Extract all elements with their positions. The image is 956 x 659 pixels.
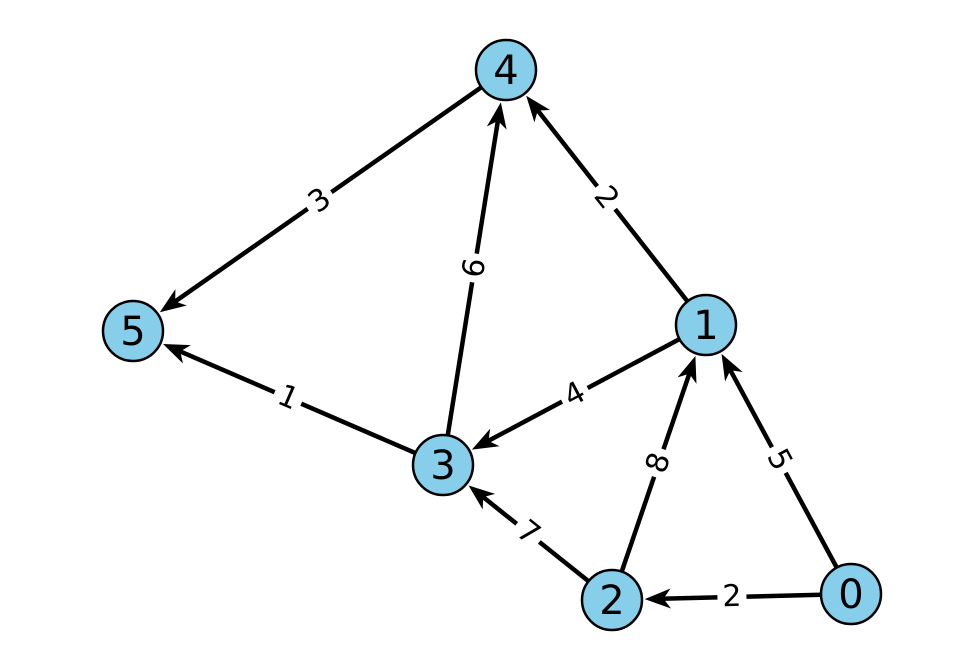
node-3 <box>411 433 475 497</box>
node-label-1: 1 <box>693 303 718 349</box>
edge-0-1 <box>726 366 853 596</box>
edge-3-4 <box>440 117 501 466</box>
node-4 <box>474 38 538 102</box>
arrowhead-1-4 <box>526 95 551 123</box>
edge-4-5 <box>171 68 508 306</box>
edge-2-1 <box>609 370 693 601</box>
node-label-4: 4 <box>493 48 518 94</box>
arrowhead-3-5 <box>163 343 191 364</box>
node-label-5: 5 <box>120 309 145 355</box>
node-5 <box>101 299 165 363</box>
node-label-2: 2 <box>599 578 624 624</box>
edge-1-3 <box>484 323 708 445</box>
arrowhead-3-4 <box>486 102 507 130</box>
node-0 <box>819 562 883 626</box>
arrowhead-1-3 <box>471 428 500 450</box>
arrowhead-0-2 <box>644 588 671 609</box>
node-1 <box>674 293 738 357</box>
edge-1-4 <box>534 106 708 327</box>
arrowhead-0-1 <box>721 353 743 382</box>
arrowhead-2-3 <box>468 485 496 510</box>
node-label-0: 0 <box>838 572 863 618</box>
arrowhead-2-1 <box>677 355 697 384</box>
node-label-3: 3 <box>430 443 455 489</box>
node-2 <box>580 568 644 632</box>
edge-3-5 <box>176 348 444 468</box>
edge-0-2 <box>660 591 852 602</box>
arrowhead-4-5 <box>159 289 187 313</box>
